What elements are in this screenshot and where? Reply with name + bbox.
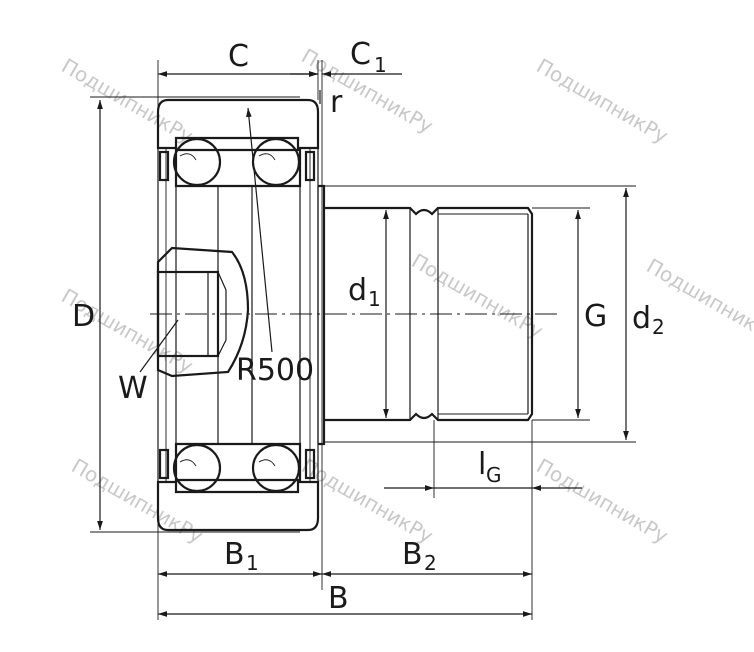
label-C1-sub: 1 bbox=[374, 53, 387, 77]
stud-flange-bottom bbox=[174, 442, 302, 482]
label-C: C bbox=[228, 39, 249, 74]
hex-socket bbox=[156, 246, 250, 378]
seal-bottom-left bbox=[158, 448, 170, 480]
label-G: G bbox=[584, 299, 607, 334]
label-d1: d bbox=[348, 273, 367, 308]
extension-lines bbox=[90, 60, 636, 620]
seal-top-right bbox=[304, 150, 316, 182]
ball-rows bbox=[158, 137, 316, 493]
label-W: W bbox=[118, 371, 148, 406]
dimension-lines bbox=[97, 71, 629, 617]
label-lG-sub: G bbox=[486, 463, 502, 487]
dimension-labels: C C 1 r D d 1 G d 2 W R500 l G B 1 B 2 B bbox=[72, 37, 665, 616]
outer-ring-bottom-section bbox=[156, 480, 320, 532]
ball-top-left bbox=[172, 137, 222, 187]
label-B1-sub: 1 bbox=[246, 551, 259, 575]
stud-body bbox=[174, 148, 326, 482]
outer-ring bbox=[156, 98, 320, 532]
label-B1: B bbox=[224, 537, 245, 572]
leader-W bbox=[139, 319, 179, 373]
leader-R500 bbox=[246, 107, 273, 353]
watermark: ПодшипникРу bbox=[533, 454, 673, 549]
watermark-layer: ПодшипникРу ПодшипникРу ПодшипникРу Подш… bbox=[58, 44, 754, 549]
stud-shaft-outline bbox=[324, 206, 534, 422]
label-d2: d bbox=[632, 301, 651, 336]
outer-ring-top-section bbox=[156, 98, 320, 150]
hex-socket-section bbox=[156, 246, 250, 378]
ball-bottom-left bbox=[172, 443, 222, 493]
label-d2-sub: 2 bbox=[652, 315, 665, 339]
label-d1-sub: 1 bbox=[368, 287, 381, 311]
label-B2: B bbox=[402, 537, 423, 572]
ball-top-right bbox=[251, 137, 301, 187]
watermark: ПодшипникРу bbox=[68, 454, 208, 549]
seal-bottom-right bbox=[304, 448, 316, 480]
stud-flange-top bbox=[174, 148, 302, 188]
label-C1: C bbox=[350, 37, 371, 72]
seal-top-left bbox=[158, 150, 170, 182]
label-B2-sub: 2 bbox=[424, 551, 437, 575]
label-R500: R500 bbox=[236, 353, 314, 388]
label-r: r bbox=[330, 85, 343, 120]
ball-bottom-right bbox=[251, 443, 301, 493]
label-D: D bbox=[72, 299, 95, 334]
watermark: ПодшипникРу bbox=[408, 249, 548, 344]
label-B: B bbox=[328, 581, 349, 616]
watermark: ПодшипникРу bbox=[533, 54, 673, 149]
stud-shoulder bbox=[318, 184, 326, 446]
label-lG: l bbox=[478, 447, 486, 482]
